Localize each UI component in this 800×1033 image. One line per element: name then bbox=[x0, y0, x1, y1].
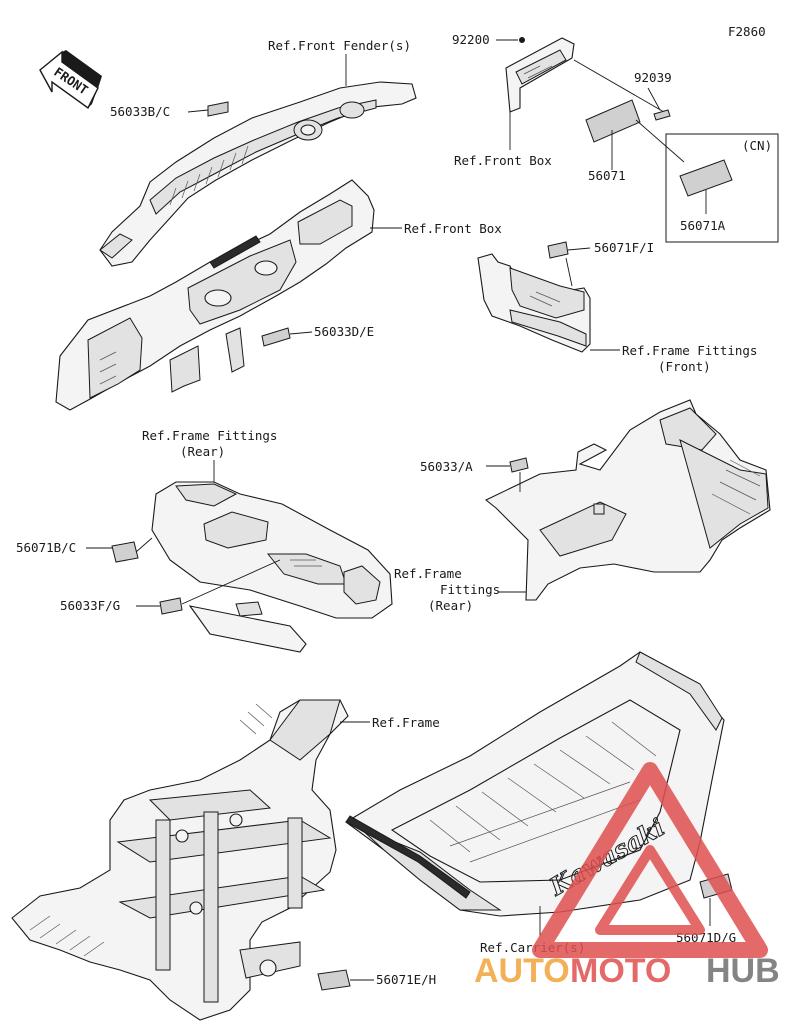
front-box-lid-part bbox=[505, 37, 575, 113]
cn-box bbox=[665, 133, 779, 243]
label-ref-front-box: Ref.Front Box bbox=[404, 221, 502, 236]
decal-56033-a bbox=[509, 457, 529, 473]
label-cn: (CN) bbox=[742, 138, 772, 153]
rear-console-part bbox=[151, 481, 393, 653]
label-56071b-c: 56071B/C bbox=[16, 540, 76, 555]
watermark-logo: AUTO MOTO HUB bbox=[474, 762, 780, 990]
decal-56033f-g bbox=[159, 597, 183, 615]
label-ref-frame-fittings-rear-right-3: (Rear) bbox=[428, 598, 473, 613]
decal-56071b-c bbox=[111, 541, 139, 563]
front-box-part bbox=[55, 179, 375, 411]
label-92200: 92200 bbox=[452, 32, 490, 47]
decal-56071 bbox=[585, 99, 641, 143]
label-ref-frame-fittings-front-1: Ref.Frame Fittings bbox=[622, 343, 757, 358]
watermark-text-moto: MOTO bbox=[570, 952, 671, 990]
label-92039: 92039 bbox=[634, 70, 672, 85]
front-arrow-icon: FRONT bbox=[39, 50, 102, 110]
decal-56071a bbox=[679, 159, 733, 197]
label-ref-front-box-top: Ref.Front Box bbox=[454, 153, 552, 168]
label-ref-frame: Ref.Frame bbox=[372, 715, 440, 730]
label-ref-frame-fittings-rear-left-2: (Rear) bbox=[180, 444, 225, 459]
front-fender-part bbox=[99, 81, 417, 267]
watermark-text-hub: HUB bbox=[706, 952, 780, 990]
label-ref-frame-fittings-front-2: (Front) bbox=[658, 359, 711, 374]
decal-56071e-h bbox=[317, 969, 351, 991]
label-56071e-h: 56071E/H bbox=[376, 972, 436, 987]
frame-part bbox=[11, 699, 349, 1021]
label-56033-a: 56033/A bbox=[420, 459, 473, 474]
label-56071: 56071 bbox=[588, 168, 626, 183]
frame-fittings-front-part bbox=[477, 253, 591, 353]
decal-56033b-c bbox=[207, 101, 229, 117]
label-56033f-g: 56033F/G bbox=[60, 598, 120, 613]
frame-fittings-rear-part bbox=[484, 399, 771, 601]
clip-92200 bbox=[519, 37, 525, 43]
figure-code: F2860 bbox=[728, 24, 766, 39]
label-56033b-c: 56033B/C bbox=[110, 104, 170, 119]
decal-56071f-i bbox=[547, 241, 569, 259]
label-56033d-e: 56033D/E bbox=[314, 324, 374, 339]
label-ref-frame-fittings-rear-right-2: Fittings bbox=[440, 582, 500, 597]
label-ref-frame-fittings-rear-left-1: Ref.Frame Fittings bbox=[142, 428, 277, 443]
label-56071a: 56071A bbox=[680, 218, 726, 233]
label-ref-front-fender: Ref.Front Fender(s) bbox=[268, 38, 411, 53]
label-56071f-i: 56071F/I bbox=[594, 240, 654, 255]
label-ref-frame-fittings-rear-right-1: Ref.Frame bbox=[394, 566, 462, 581]
watermark-text-auto: AUTO bbox=[474, 952, 570, 990]
part-92039 bbox=[653, 109, 671, 121]
decal-56033d-e bbox=[261, 327, 291, 347]
